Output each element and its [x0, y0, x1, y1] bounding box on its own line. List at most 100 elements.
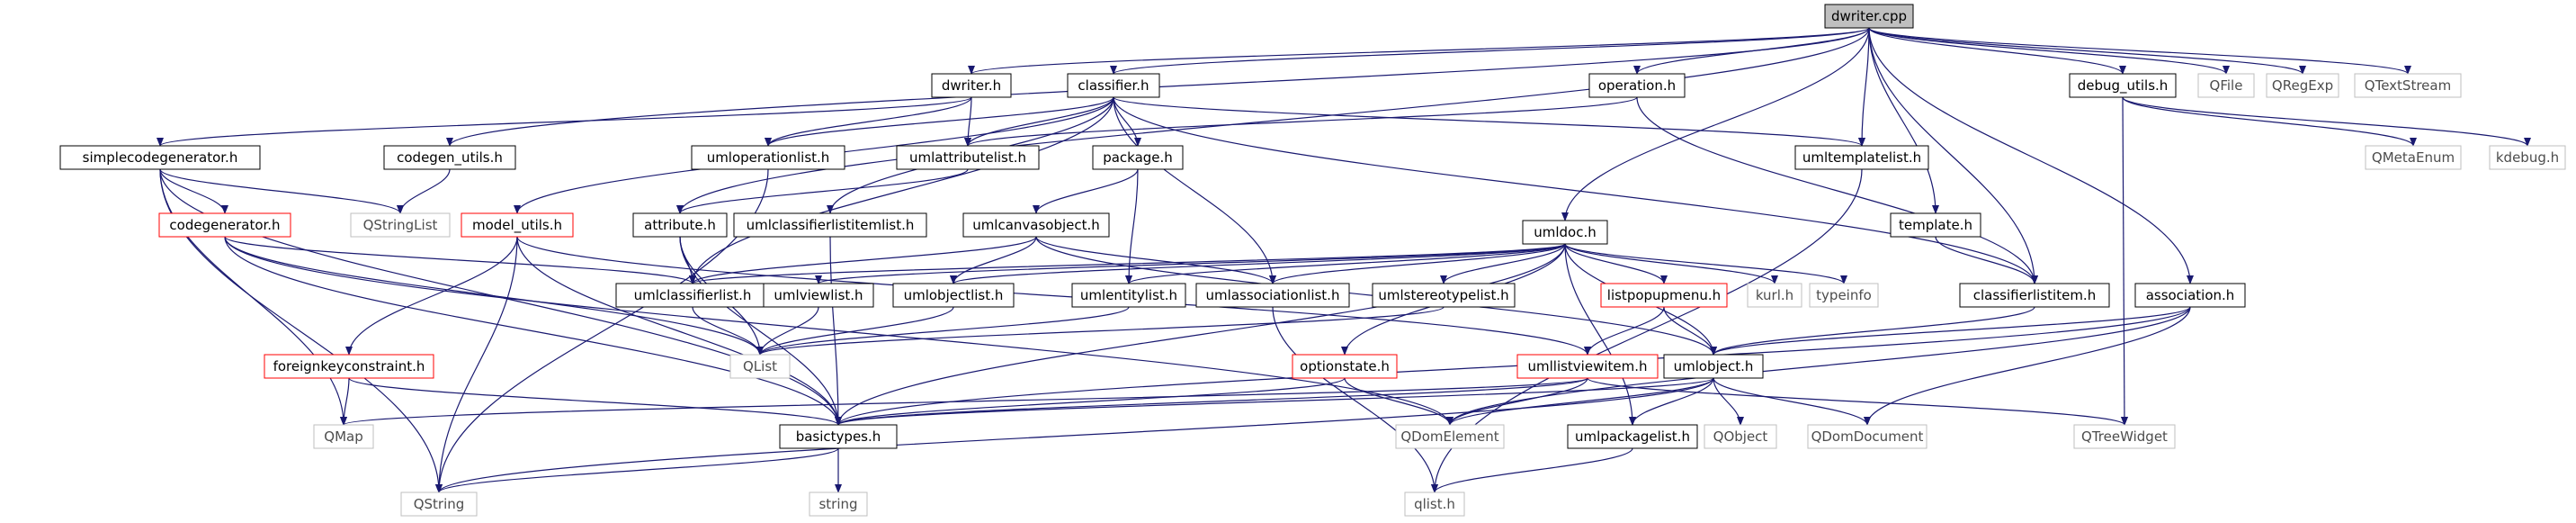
node-umldoc-h[interactable]: umldoc.h — [1522, 220, 1608, 245]
edge-classifierlistitem_h-to-umlobject_h — [1710, 306, 2035, 356]
node-box — [2365, 145, 2462, 170]
edge-codegenerator_h-to-QDomElement — [224, 236, 1453, 426]
node-label: QStringList — [363, 217, 438, 233]
node-box — [1195, 283, 1350, 308]
node-box — [461, 212, 574, 238]
edge-codegenerator_h-to-QList — [224, 236, 764, 356]
node-foreignkeyconstraint-h[interactable]: foreignkeyconstraint.h — [264, 354, 434, 379]
node-QStringList: QStringList — [350, 212, 451, 238]
edge-optionstate_h-to-basictypes_h — [835, 377, 1346, 426]
node-label: umlpackagelist.h — [1575, 428, 1690, 445]
node-umloperationlist-h[interactable]: umloperationlist.h — [691, 145, 845, 170]
node-codegen-utils-h[interactable]: codegen_utils.h — [383, 145, 516, 170]
node-box — [2197, 73, 2255, 98]
edge-dwriter_cpp-to-QTextStream — [1868, 27, 2411, 75]
edge-dwriter_cpp-to-QFile — [1868, 27, 2230, 75]
node-package-h[interactable]: package.h — [1092, 145, 1184, 170]
node-umllistviewitem-h[interactable]: umllistviewitem.h — [1516, 354, 1659, 379]
node-label: umlclassifierlistitemlist.h — [747, 217, 915, 233]
node-optionstate-h[interactable]: optionstate.h — [1292, 354, 1398, 379]
node-basictypes-h[interactable]: basictypes.h — [779, 424, 898, 449]
edge-debug_utils_h-to-kdebug_h — [2122, 96, 2531, 147]
edge-umldoc_h-to-umlentitylist_h — [1125, 243, 1566, 284]
node-association-h[interactable]: association.h — [2134, 283, 2246, 308]
edge-umldoc_h-to-typeinfo — [1564, 243, 1847, 284]
node-label: QTextStream — [2365, 77, 2451, 94]
node-umlentitylist-h[interactable]: umlentitylist.h — [1071, 283, 1186, 308]
edge-association_h-to-basictypes_h — [835, 306, 2191, 426]
node-debug-utils-h[interactable]: debug_utils.h — [2069, 73, 2177, 98]
edge-dwriter_cpp-to-dwriter_h — [968, 27, 1870, 75]
node-operation-h[interactable]: operation.h — [1588, 73, 1686, 98]
node-classifier-h[interactable]: classifier.h — [1067, 73, 1160, 98]
node-label: umlstereotypelist.h — [1378, 287, 1508, 303]
node-typeinfo: typeinfo — [1809, 283, 1879, 308]
edge-dwriter_cpp-to-classifierlistitem_h — [1868, 27, 2038, 284]
edge-operation_h-to-umlattributelist_h — [964, 96, 1638, 147]
edge-codegenerator_h-to-umlclassifierlist_h — [224, 236, 696, 284]
edge-association_h-to-QDomElement — [1446, 306, 2191, 426]
node-umlclassifierlist-h[interactable]: umlclassifierlist.h — [615, 283, 770, 308]
node-box — [632, 212, 728, 238]
node-label: classifierlistitem.h — [1973, 287, 2096, 303]
edge-umldoc_h-to-umlassociationlist_h — [1269, 243, 1566, 284]
node-label: debug_utils.h — [2078, 77, 2169, 95]
edge-simplecodegenerator_h-to-codegenerator_h — [159, 168, 228, 214]
node-model-utils-h[interactable]: model_utils.h — [461, 212, 574, 238]
edge-umllistviewitem_h-to-QTreeWidget — [1587, 377, 2128, 426]
node-umlobjectlist-h[interactable]: umlobjectlist.h — [892, 283, 1015, 308]
nodes-layer: dwriter.cpp dwriter.h classifier.h operatio… — [59, 4, 2566, 517]
node-QDomElement: QDomElement — [1395, 424, 1505, 449]
node-box — [400, 491, 478, 517]
node-umlviewlist-h[interactable]: umlviewlist.h — [763, 283, 874, 308]
node-label: umlobjectlist.h — [904, 287, 1004, 303]
node-umlclassifierlistitemlist-h[interactable]: umlclassifierlistitemlist.h — [733, 212, 927, 238]
node-box — [1959, 283, 2110, 308]
edge-foreignkeyconstraint_h-to-basictypes_h — [348, 377, 842, 426]
edge-umldoc_h-to-umlpackagelist_h — [1564, 243, 1636, 426]
node-box — [1372, 283, 1516, 308]
node-attribute-h[interactable]: attribute.h — [632, 212, 728, 238]
node-umlcanvasobject-h[interactable]: umlcanvasobject.h — [962, 212, 1110, 238]
node-classifierlistitem-h[interactable]: classifierlistitem.h — [1959, 283, 2110, 308]
node-box — [2266, 73, 2339, 98]
node-string: string — [809, 491, 868, 517]
node-label: QDomElement — [1400, 428, 1498, 445]
node-label: umlassociationlist.h — [1206, 287, 1340, 303]
edge-dwriter_cpp-to-template_h — [1868, 27, 1939, 214]
edge-dwriter_cpp-to-classifier_h — [1110, 27, 1870, 75]
node-box — [2134, 283, 2246, 308]
node-label: association.h — [2146, 287, 2235, 303]
edge-template_h-to-classifierlistitem_h — [1935, 236, 2038, 284]
node-codegenerator-h[interactable]: codegenerator.h — [158, 212, 291, 238]
node-box — [1516, 354, 1659, 379]
edge-umlattributelist_h-to-attribute_h — [676, 168, 969, 214]
node-label: umlviewlist.h — [774, 287, 863, 303]
node-box — [1588, 73, 1686, 98]
edge-umlobject_h-to-basictypes_h — [835, 377, 1714, 426]
edge-model_utils_h-to-basictypes_h — [516, 236, 842, 426]
node-umlpackagelist-h[interactable]: umlpackagelist.h — [1567, 424, 1698, 449]
node-umltemplatelist-h[interactable]: umltemplatelist.h — [1794, 145, 1929, 170]
node-listpopupmenu-h[interactable]: listpopupmenu.h — [1600, 283, 1728, 308]
node-box — [2354, 73, 2462, 98]
node-label: umlentitylist.h — [1080, 287, 1177, 303]
node-QTreeWidget: QTreeWidget — [2073, 424, 2176, 449]
node-label: QRegExp — [2272, 77, 2333, 94]
node-umlassociationlist-h[interactable]: umlassociationlist.h — [1195, 283, 1350, 308]
node-dwriter-cpp[interactable]: dwriter.cpp — [1824, 4, 1914, 29]
node-dwriter-h[interactable]: dwriter.h — [931, 73, 1012, 98]
node-QString: QString — [400, 491, 478, 517]
node-label: qlist.h — [1414, 496, 1455, 512]
edge-umldoc_h-to-umlobjectlist_h — [950, 243, 1566, 284]
edge-debug_utils_h-to-QMetaEnum — [2122, 96, 2417, 147]
node-template-h[interactable]: template.h — [1890, 212, 1981, 238]
node-umlattributelist-h[interactable]: umlattributelist.h — [896, 145, 1040, 170]
node-umlobject-h[interactable]: umlobject.h — [1663, 354, 1764, 379]
node-simplecodegenerator-h[interactable]: simplecodegenerator.h — [59, 145, 261, 170]
edge-classifier_h-to-umlattributelist_h — [964, 96, 1114, 147]
node-label: typeinfo — [1816, 287, 1872, 303]
node-umlstereotypelist-h[interactable]: umlstereotypelist.h — [1372, 283, 1516, 308]
node-label: basictypes.h — [796, 428, 881, 445]
